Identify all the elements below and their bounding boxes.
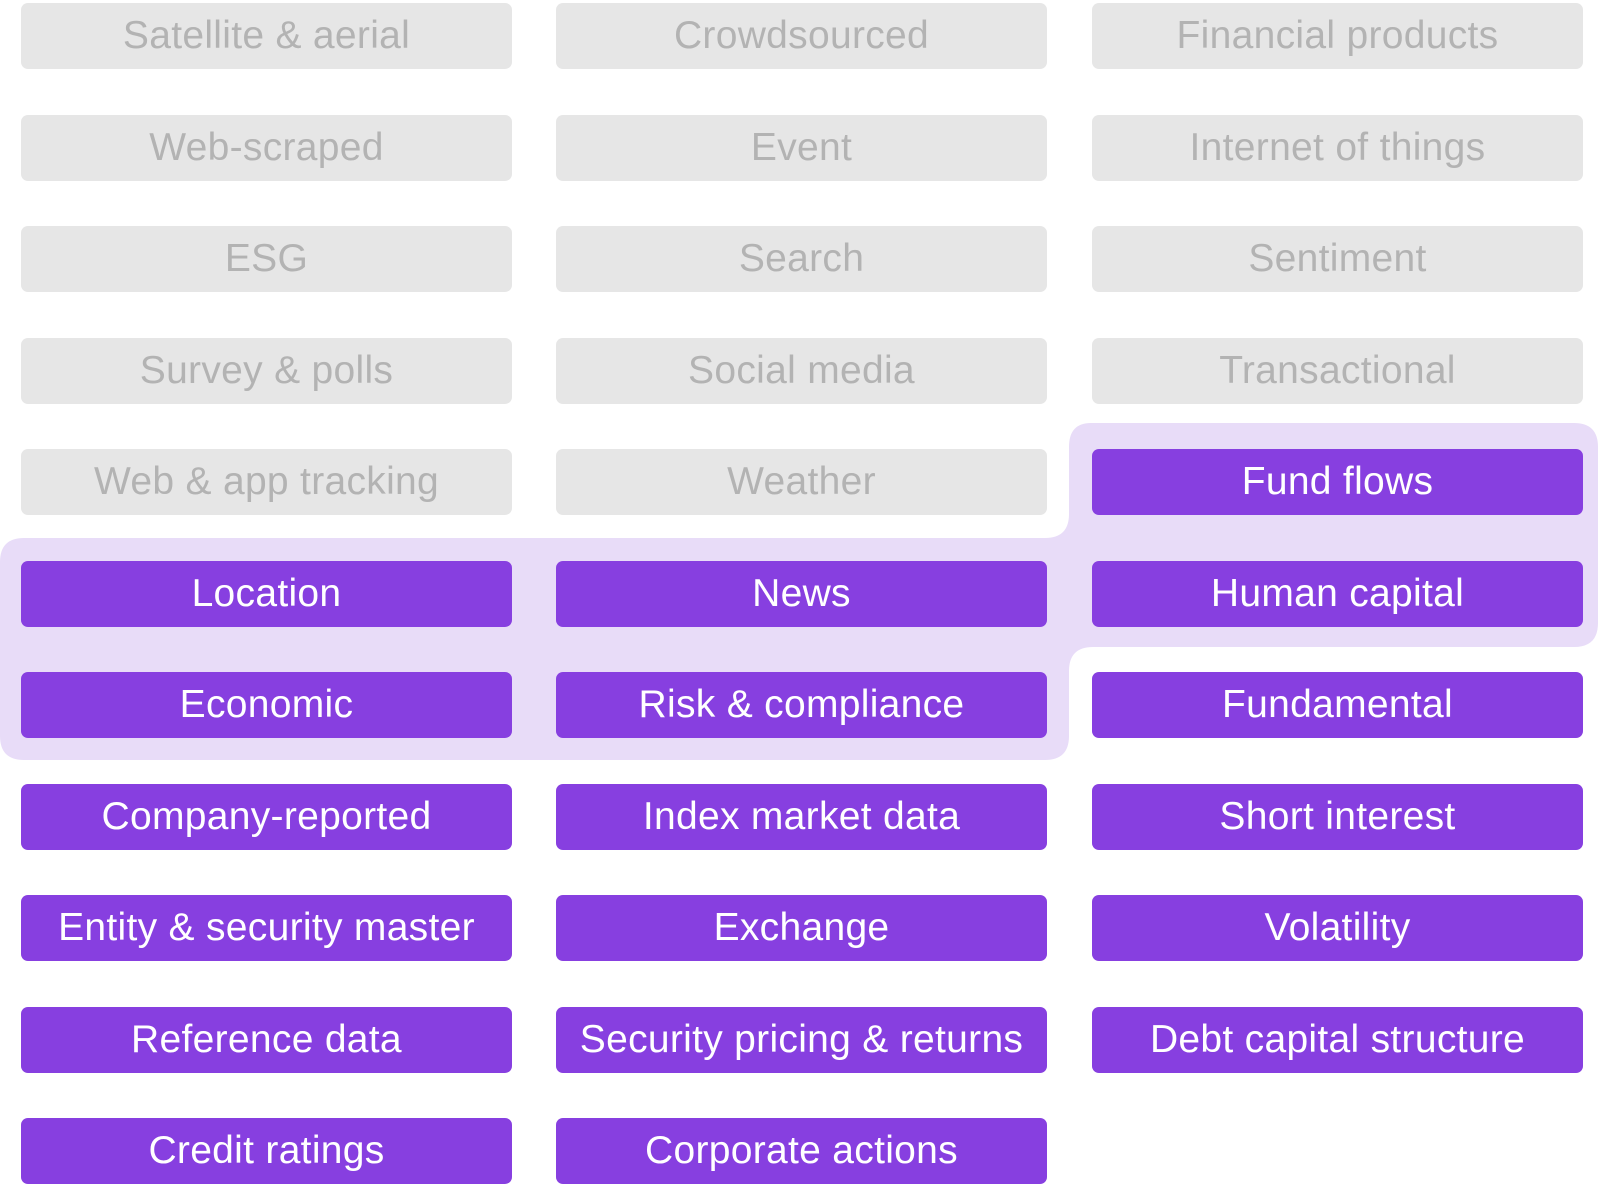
tag-corporate-actions: Corporate actions <box>556 1118 1047 1184</box>
tag-esg: ESG <box>21 226 512 292</box>
tag-label: Event <box>750 126 853 169</box>
tag-label: Web-scraped <box>149 126 384 169</box>
tag-sentiment: Sentiment <box>1092 226 1583 292</box>
tag-label: Corporate actions <box>645 1129 958 1172</box>
tag-security-pricing-and-returns: Security pricing & returns <box>556 1007 1047 1073</box>
tag-label: Fundamental <box>1222 683 1453 726</box>
tag-index-market-data: Index market data <box>556 784 1047 850</box>
tag-location: Location <box>21 561 512 627</box>
tag-label: Economic <box>179 683 354 726</box>
tag-label: News <box>752 572 851 615</box>
tag-label: Crowdsourced <box>673 14 930 57</box>
tag-label: Human capital <box>1210 572 1465 615</box>
tag-label: Financial products <box>1176 14 1499 57</box>
tag-volatility: Volatility <box>1092 895 1583 961</box>
tag-crowdsourced: Crowdsourced <box>556 3 1047 69</box>
tag-label: Social media <box>688 349 915 392</box>
tag-web-scraped: Web-scraped <box>21 115 512 181</box>
tag-label: Volatility <box>1264 906 1411 949</box>
tag-label: Web & app tracking <box>93 460 440 503</box>
tag-credit-ratings: Credit ratings <box>21 1118 512 1184</box>
tag-label: Fund flows <box>1241 460 1434 503</box>
tag-fundamental: Fundamental <box>1092 672 1583 738</box>
tag-search: Search <box>556 226 1047 292</box>
tag-label: Company-reported <box>101 795 432 838</box>
tag-entity-and-security-master: Entity & security master <box>21 895 512 961</box>
tag-internet-of-things: Internet of things <box>1092 115 1583 181</box>
tag-label: Internet of things <box>1189 126 1486 169</box>
tag-event: Event <box>556 115 1047 181</box>
tag-label: Survey & polls <box>139 349 394 392</box>
tag-human-capital: Human capital <box>1092 561 1583 627</box>
tag-satellite-and-aerial: Satellite & aerial <box>21 3 512 69</box>
tag-label: Credit ratings <box>148 1129 385 1172</box>
tag-exchange: Exchange <box>556 895 1047 961</box>
tag-label: ESG <box>224 237 309 280</box>
tag-transactional: Transactional <box>1092 338 1583 404</box>
tag-financial-products: Financial products <box>1092 3 1583 69</box>
tag-label: Search <box>738 237 865 280</box>
tag-company-reported: Company-reported <box>21 784 512 850</box>
tag-weather: Weather <box>556 449 1047 515</box>
tag-label: Weather <box>727 460 876 503</box>
tag-label: Risk & compliance <box>638 683 965 726</box>
tag-label: Transactional <box>1219 349 1456 392</box>
tag-economic: Economic <box>21 672 512 738</box>
tag-risk-and-compliance: Risk & compliance <box>556 672 1047 738</box>
tag-label: Index market data <box>642 795 961 838</box>
tag-fund-flows: Fund flows <box>1092 449 1583 515</box>
tag-survey-and-polls: Survey & polls <box>21 338 512 404</box>
tag-label: Sentiment <box>1248 237 1427 280</box>
tag-web-and-app-tracking: Web & app tracking <box>21 449 512 515</box>
tag-reference-data: Reference data <box>21 1007 512 1073</box>
tag-label: Reference data <box>131 1018 402 1061</box>
tag-label: Debt capital structure <box>1149 1018 1526 1061</box>
tag-news: News <box>556 561 1047 627</box>
tag-label: Location <box>191 572 342 615</box>
tag-social-media: Social media <box>556 338 1047 404</box>
tag-label: Entity & security master <box>58 906 475 949</box>
tag-label: Security pricing & returns <box>579 1018 1024 1061</box>
tag-short-interest: Short interest <box>1092 784 1583 850</box>
tag-label: Satellite & aerial <box>122 14 411 57</box>
tag-debt-capital-structure: Debt capital structure <box>1092 1007 1583 1073</box>
tag-label: Short interest <box>1219 795 1456 838</box>
tag-label: Exchange <box>713 906 890 949</box>
